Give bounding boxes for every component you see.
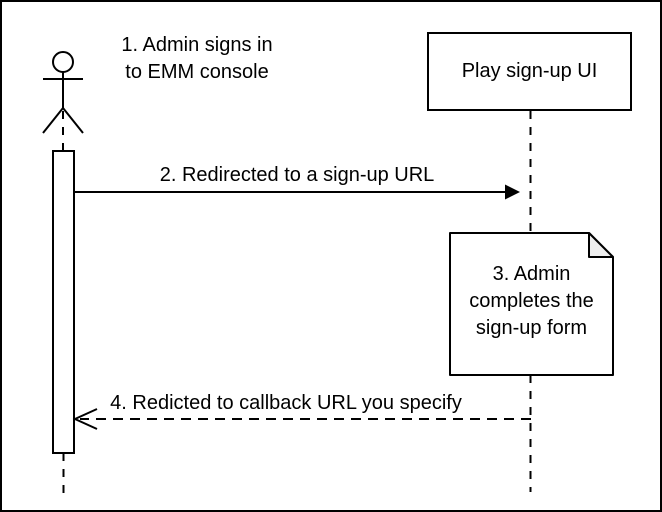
step1-caption: 1. Admin signs in to EMM console (121, 34, 273, 83)
note-outline (449, 232, 614, 376)
message-4-arrowhead (72, 408, 98, 430)
actor-leg-right (62, 107, 84, 134)
participant-label: Play sign-up UI (461, 60, 598, 82)
participant-play-signup-ui: Play sign-up UI (427, 32, 632, 111)
actor-head (52, 51, 74, 73)
message-2-label: 2. Redirected to a sign-up URL (159, 164, 435, 186)
note-shape (449, 232, 614, 376)
actor-icon (42, 51, 84, 134)
message-4-arrow (72, 408, 531, 430)
actor-leg-left (42, 107, 64, 134)
note-label: 3. Admin completes the sign-up form (469, 263, 594, 339)
note-fold (588, 232, 614, 258)
message-2-arrowhead (505, 184, 520, 200)
message-2-arrow (74, 184, 520, 200)
message-4-label: 4. Redicted to callback URL you specify (110, 392, 462, 414)
activation-bar (52, 150, 75, 454)
